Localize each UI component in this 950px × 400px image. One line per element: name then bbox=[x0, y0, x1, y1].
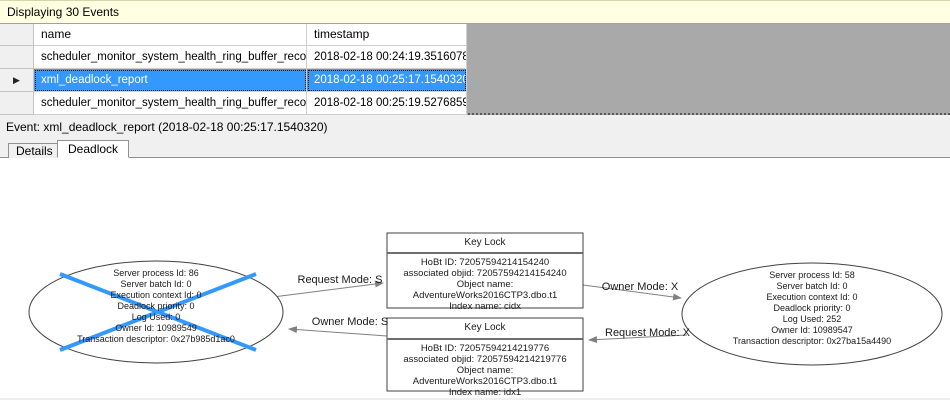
column-header-timestamp[interactable]: timestamp bbox=[307, 24, 467, 46]
resource-node-bottom-keylock[interactable] bbox=[386, 317, 584, 392]
grid-filler bbox=[467, 24, 950, 46]
grid-filler bbox=[467, 92, 950, 115]
tab-details[interactable]: Details bbox=[8, 143, 61, 158]
row-selector[interactable]: ▶ bbox=[0, 69, 34, 92]
selected-event-label: Event: xml_deadlock_report (2018-02-18 0… bbox=[0, 115, 950, 140]
table-row[interactable]: scheduler_monitor_system_health_ring_buf… bbox=[0, 92, 950, 115]
tab-deadlock[interactable]: Deadlock bbox=[57, 140, 130, 158]
deadlock-graph-pane: Server process Id: 86 Server batch Id: 0… bbox=[0, 158, 950, 398]
row-header-corner bbox=[0, 24, 34, 46]
edge-lines bbox=[272, 280, 688, 344]
cell-name[interactable]: scheduler_monitor_system_health_ring_buf… bbox=[34, 92, 307, 115]
current-row-indicator-icon: ▶ bbox=[13, 75, 20, 85]
cell-timestamp[interactable]: 2018-02-18 00:24:19.3516078 bbox=[307, 46, 467, 69]
cell-timestamp[interactable]: 2018-02-18 00:25:17.1540320 bbox=[307, 69, 467, 92]
tabstrip-divider bbox=[0, 157, 950, 158]
table-row-selected[interactable]: ▶ xml_deadlock_report 2018-02-18 00:25:1… bbox=[0, 69, 950, 92]
grid-filler bbox=[467, 46, 950, 69]
row-selector[interactable] bbox=[0, 46, 34, 69]
victim-cross-icon bbox=[59, 272, 257, 352]
deadlock-graph-canvas bbox=[28, 232, 943, 392]
process-node[interactable] bbox=[681, 262, 943, 366]
grid-header-row: name timestamp bbox=[0, 24, 950, 46]
row-selector[interactable] bbox=[0, 92, 34, 115]
detail-tabstrip: Details Deadlock bbox=[0, 140, 950, 158]
grid-filler bbox=[467, 69, 950, 92]
table-row[interactable]: scheduler_monitor_system_health_ring_buf… bbox=[0, 46, 950, 69]
events-grid[interactable]: name timestamp scheduler_monitor_system_… bbox=[0, 24, 950, 115]
column-header-name[interactable]: name bbox=[34, 24, 307, 46]
resource-node-top-keylock[interactable] bbox=[386, 232, 584, 309]
cell-name[interactable]: xml_deadlock_report bbox=[34, 69, 307, 92]
cell-timestamp[interactable]: 2018-02-18 00:25:19.5276859 bbox=[307, 92, 467, 115]
events-count-bar: Displaying 30 Events bbox=[0, 0, 950, 24]
cell-name[interactable]: scheduler_monitor_system_health_ring_buf… bbox=[34, 46, 307, 69]
